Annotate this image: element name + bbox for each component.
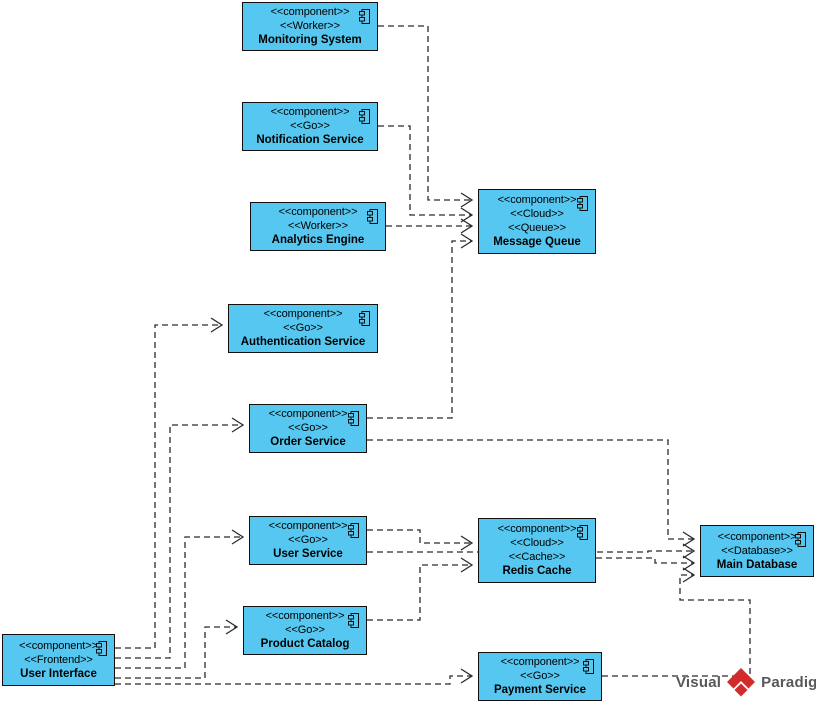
component-stereotype: <<Go>> [285,624,325,636]
dependency-arrowhead [682,567,696,583]
component-stereotype: <<component>> [717,530,797,543]
visual-paradigm-diamond-logo [726,667,756,697]
dependency-arrowhead [210,317,224,333]
component-icon [348,613,359,628]
component-stereotype: <<component>> [278,206,358,218]
component-message-queue[interactable]: <<component>> <<Cloud>> <<Queue>> Message Q… [478,189,596,254]
edge-user-interface-to-authentication-service [115,317,224,649]
component-authentication-service[interactable]: <<component>> <<Go>> Authentication Servic… [228,304,378,353]
component-name: Main Database [716,558,798,571]
component-stereotype: <<component>> [265,610,345,622]
component-stereotype: <<Cloud>> [510,537,564,549]
component-stereotype: <<component>> [268,408,348,420]
component-user-service[interactable]: <<component>> <<Go>> User Service [249,516,367,565]
dependency-arrowhead [460,207,474,223]
component-name: Redis Cache [502,565,572,577]
component-stereotype: <<Go>> [288,534,328,546]
edge-user-service-to-redis-cache [367,529,474,551]
component-stereotype: <<Go>> [290,120,330,132]
component-user-interface[interactable]: <<component>><<Frontend>>User Interface [2,634,115,686]
component-redis-cache[interactable]: <<component>> <<Cloud>> <<Cache>> Redis Cac… [478,518,596,583]
component-icon [348,411,359,426]
dependency-arrowhead [460,192,474,208]
component-icon [359,109,370,124]
component-icon [367,209,378,224]
component-icon [577,525,588,540]
dependency-arrowhead [460,233,474,249]
edge-user-interface-to-product-catalog [115,619,239,679]
edge-user-interface-to-payment-service [115,668,474,685]
component-name: Authentication Service [240,336,366,348]
component-stereotype: <<component>> [497,523,577,535]
component-name: Order Service [270,436,346,448]
component-stereotype: <<Cloud>> [510,208,564,220]
component-icon [359,9,370,24]
component-name: User Service [273,548,343,560]
watermark-text-right: Paradigm [761,673,816,691]
dependency-arrowhead [682,555,696,571]
component-stereotype: <<component>> [263,308,343,320]
component-stereotype: <<component>> [268,520,348,532]
component-payment-service[interactable]: <<component>> <<Go>> Payment Service [478,652,602,701]
component-icon [96,641,107,656]
dependency-arrowhead [460,218,474,234]
edge-analytics-engine-to-message-queue [386,218,474,234]
dependency-arrowhead [231,417,245,433]
component-stereotype: <<Go>> [283,322,323,334]
component-icon [577,196,588,211]
component-name: Notification Service [256,134,364,146]
component-stereotype: <<Cache>> [508,551,566,563]
component-icon [583,659,594,674]
edge-redis-cache-to-main-database [596,555,696,571]
component-stereotype: <<Worker>> [288,220,348,232]
component-stereotype: <<component>> [497,194,577,206]
component-stereotype: <<Go>> [288,422,328,434]
dependency-arrowhead [460,557,474,573]
component-stereotype: <<component>> [270,106,350,118]
edge-product-catalog-to-redis-cache [367,557,474,621]
component-stereotype: <<Frontend>> [24,653,93,666]
component-stereotype: <<component>> [19,639,98,652]
edge-user-interface-to-order-service [115,417,245,659]
edge-user-interface-to-user-service [115,529,245,669]
component-order-service[interactable]: <<component>> <<Go>> Order Service [249,404,367,453]
component-notification-service[interactable]: <<component>> <<Go>> Notification Service [242,102,378,151]
component-stereotype: <<Worker>> [280,20,340,32]
component-stereotype: <<Database>> [721,544,793,557]
dependency-arrowhead [460,535,474,551]
component-stereotype: <<Go>> [520,670,560,682]
edge-order-service-to-message-queue [367,233,474,419]
dependency-arrowhead [225,619,239,635]
component-name: User Interface [20,667,97,680]
dependency-arrowhead [682,543,696,559]
component-icon [348,523,359,538]
component-stereotype: <<Queue>> [508,222,566,234]
component-icon [795,532,806,547]
component-name: Message Queue [493,236,581,248]
component-main-database[interactable]: <<component>><<Database>>Main Database [700,525,814,577]
dependency-arrowhead [231,529,245,545]
watermark-text-left: Visual [676,673,722,691]
component-stereotype: <<component>> [270,6,350,18]
edge-payment-service-to-main-database [602,567,751,677]
edge-monitoring-system-to-message-queue [378,25,474,208]
component-analytics-engine[interactable]: <<component>> <<Worker>> Analytics Engine [250,202,386,251]
visual-paradigm-watermark: Visual Paradigm [676,667,816,697]
component-name: Product Catalog [260,638,350,650]
component-product-catalog[interactable]: <<component>> <<Go>> Product Catalog [243,606,367,655]
dependency-arrowhead [460,668,474,684]
component-name: Analytics Engine [271,234,365,246]
component-stereotype: <<component>> [500,656,580,668]
dependency-arrowhead [682,531,696,547]
edge-notification-service-to-message-queue [378,125,474,223]
component-name: Payment Service [493,684,587,696]
component-monitoring-system[interactable]: <<component>> <<Worker>> Monitoring System [242,2,378,51]
component-icon [359,311,370,326]
component-name: Monitoring System [258,34,362,46]
